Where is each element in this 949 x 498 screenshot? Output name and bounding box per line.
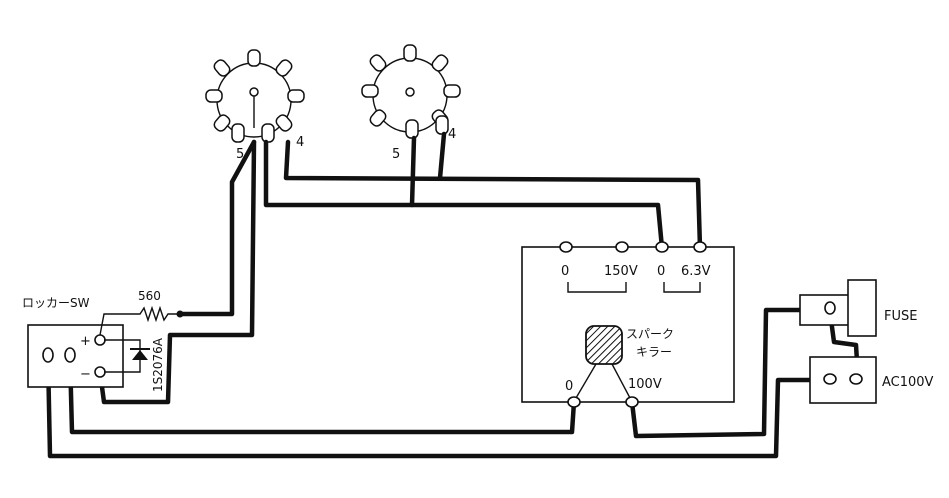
tube-right-pin4-label: 4 [448,127,456,142]
tube-left-pin5-label: 5 [236,147,244,162]
transformer-0b-label: 0 [657,264,665,279]
diode [104,339,150,373]
wires [45,131,861,459]
diode-part-label: 1S2076A [151,337,165,392]
rocker-sw-label: ロッカーSW [22,296,90,310]
fuse-holder [799,294,853,326]
tube-socket-left [205,49,305,143]
fuse-label: FUSE [884,309,917,324]
spark-killer-label-1: スパーク [626,327,674,341]
transformer-0a-label: 0 [561,264,569,279]
ac100v-label: AC100V [882,375,934,390]
transformer-0-primary-label: 0 [565,379,573,394]
resistor [99,305,180,336]
transformer-100v-label: 100V [628,377,662,392]
resistor-value-label: 560 [138,289,161,303]
transformer-150v-label: 150V [604,264,638,279]
tube-socket-right [361,44,461,139]
transformer-6-3v-label: 6.3V [681,264,711,279]
spark-killer-label-2: キラー [636,345,672,359]
transformer-terminals [559,241,707,408]
ac-inlet [809,356,877,404]
spark-killer [575,325,631,399]
minus-sign: − [80,367,91,382]
plus-sign: + [80,334,91,349]
tube-right-pin5-label: 5 [392,147,400,162]
tube-left-pin4-label: 4 [296,135,304,150]
